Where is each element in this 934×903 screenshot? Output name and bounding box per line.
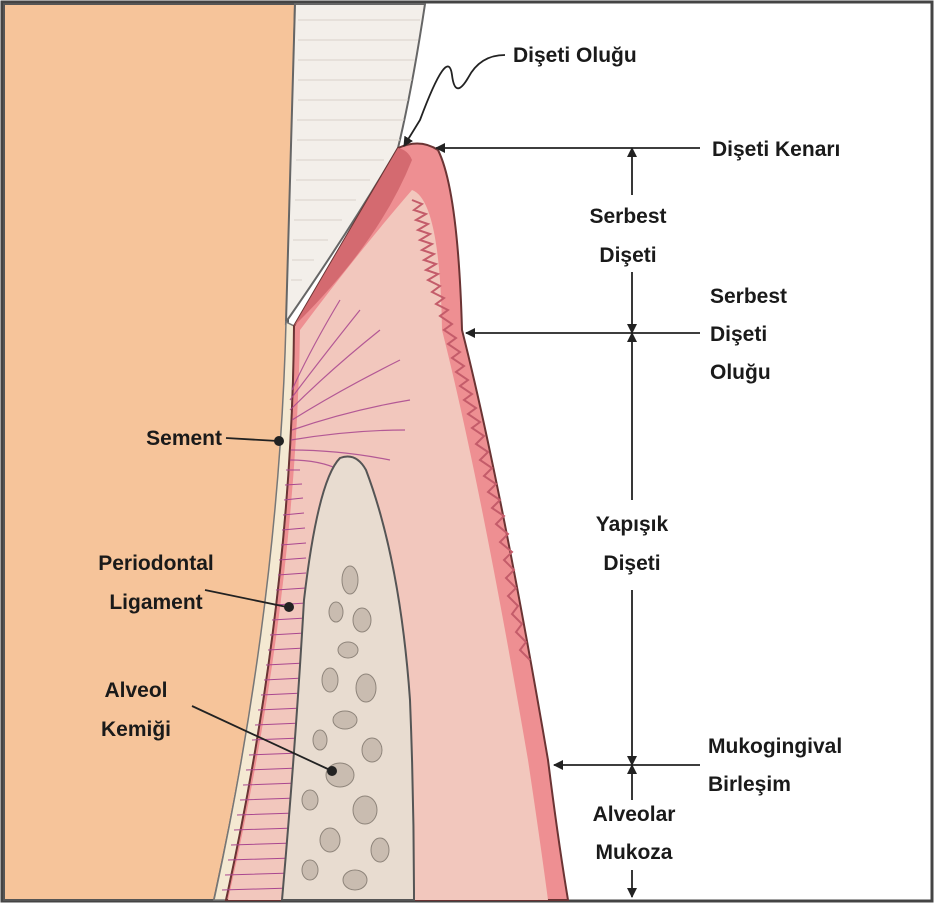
label-serbest-diseti-olugu-3: Oluğu [710, 361, 771, 384]
label-alveol-kemigi-2: Kemiği [101, 718, 171, 741]
label-alveolar-mukoza-1: Alveolar [593, 803, 676, 826]
label-diseti-olugu: Dişeti Oluğu [513, 44, 637, 67]
label-serbest-diseti-2: Dişeti [599, 244, 656, 267]
label-yapisik-diseti-1: Yapışık [596, 513, 669, 536]
label-serbest-diseti-olugu-1: Serbest [710, 285, 787, 308]
label-serbest-diseti-olugu-2: Dişeti [710, 323, 767, 346]
label-sement: Sement [146, 427, 222, 450]
label-periodontal-1: Periodontal [98, 552, 214, 575]
label-yapisik-diseti-2: Dişeti [603, 552, 660, 575]
label-periodontal-2: Ligament [109, 591, 202, 614]
label-mukogingival-1: Mukogingival [708, 735, 842, 758]
label-alveolar-mukoza-2: Mukoza [595, 841, 672, 864]
label-serbest-diseti-1: Serbest [589, 205, 666, 228]
label-mukogingival-2: Birleşim [708, 773, 791, 796]
label-diseti-kenari: Dişeti Kenarı [712, 138, 840, 161]
label-alveol-kemigi-1: Alveol [104, 679, 167, 702]
